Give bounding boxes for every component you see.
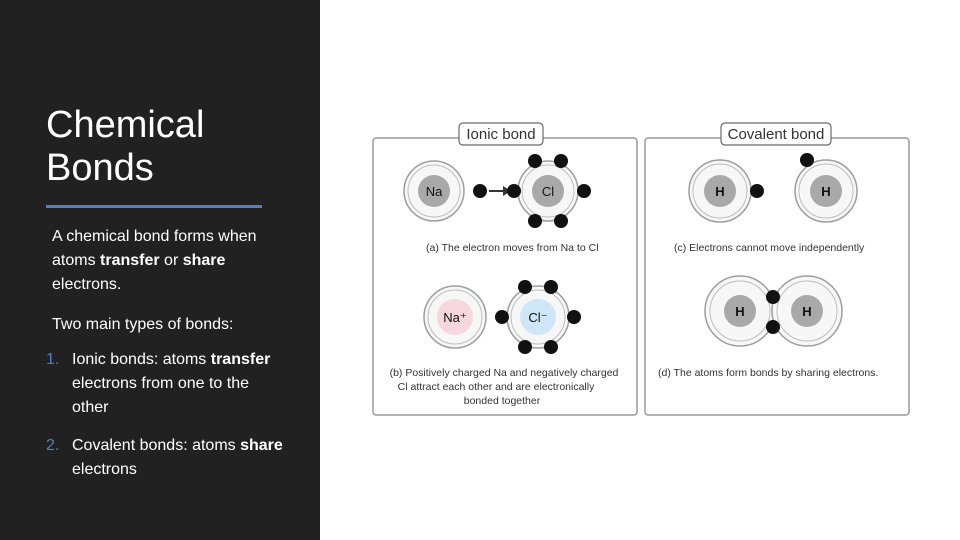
na-nucleus: [418, 175, 450, 207]
list-text: Covalent bonds: atoms: [72, 437, 241, 454]
covalent-title: Covalent bond: [728, 126, 825, 143]
left-panel: Chemical Bonds A chemical bond forms whe…: [0, 0, 320, 540]
cl-inner-shell: [521, 164, 575, 218]
h2-left-inner-shell: [709, 280, 771, 342]
cl-ion-inner-shell: [510, 289, 566, 345]
list-item: 2. Covalent bonds: atoms share electrons: [46, 434, 286, 482]
h-left-nucleus: [704, 175, 736, 207]
cl-electron: [554, 154, 568, 168]
transfer-electron: [473, 184, 487, 198]
cl-ion-electron: [567, 310, 581, 324]
cl-ion-nucleus: [520, 299, 556, 335]
cl-electron: [528, 214, 542, 228]
h2-right-label: H: [802, 304, 811, 319]
list-text: electrons: [72, 461, 137, 478]
cl-electron: [507, 184, 521, 198]
intro-bold-transfer: transfer: [100, 252, 160, 269]
h-left-label: H: [715, 184, 724, 199]
intro-text-1: A chemical bond forms when atoms: [52, 228, 257, 269]
na-ion-nucleus: [437, 299, 473, 335]
list-bold: transfer: [210, 351, 271, 368]
list-text: electrons from one to the other: [72, 375, 249, 416]
cl-label: Cl: [542, 184, 554, 199]
list-number: 1.: [46, 351, 60, 368]
ionic-title-box: [458, 122, 544, 146]
cl-nucleus: [532, 175, 564, 207]
cl-electron: [554, 214, 568, 228]
cl-ion-electron: [544, 340, 558, 354]
cl-electron: [577, 184, 591, 198]
h-right-nucleus: [810, 175, 842, 207]
list-item: 1. Ionic bonds: atoms transfer electrons …: [46, 348, 286, 420]
intro-text-3: electrons.: [52, 276, 122, 293]
na-label: Na: [426, 184, 443, 199]
cl-ion-electron: [518, 280, 532, 294]
list-bold: share: [240, 437, 283, 454]
bond-diagram: Ionic bond Covalent bond Na Cl (a) The e…: [372, 122, 910, 416]
h-right-label: H: [821, 184, 830, 199]
cl-ion-electron: [495, 310, 509, 324]
slide-title: Chemical Bonds: [46, 104, 204, 190]
caption-d: (d) The atoms form bonds by sharing elec…: [658, 367, 878, 379]
title-line-1: Chemical: [46, 104, 205, 146]
shared-electron-bottom: [766, 320, 780, 334]
cl-ion-electron: [544, 280, 558, 294]
list-text: Ionic bonds: atoms: [72, 351, 211, 368]
intro-text-2: or: [159, 252, 183, 269]
caption-c: (c) Electrons cannot move independently: [674, 242, 865, 254]
covalent-title-box: [720, 122, 832, 146]
cl-ion-electron: [518, 340, 532, 354]
intro-paragraph: A chemical bond forms when atoms transfe…: [52, 225, 272, 297]
caption-b-line1: (b) Positively charged Na and negatively…: [390, 367, 619, 379]
intro-bold-share: share: [182, 252, 226, 269]
bond-types-list: 1. Ionic bonds: atoms transfer electrons …: [46, 348, 286, 496]
title-line-2: Bonds: [46, 147, 154, 189]
title-underline: [46, 205, 262, 208]
na-ion-label: Na⁺: [443, 310, 466, 325]
caption-b-line3: bonded together: [464, 395, 541, 407]
cl-electron: [528, 154, 542, 168]
h-left-electron: [750, 184, 764, 198]
ionic-title: Ionic bond: [466, 126, 535, 143]
h2-left-label: H: [735, 304, 744, 319]
h2-right-nucleus: [791, 295, 823, 327]
list-number: 2.: [46, 437, 60, 454]
cl-ion-label: Cl⁻: [528, 310, 547, 325]
caption-a: (a) The electron moves from Na to Cl: [426, 242, 599, 254]
caption-b-line2: Cl attract each other and are electronic…: [398, 381, 595, 393]
h2-left-nucleus: [724, 295, 756, 327]
h-left-inner-shell: [692, 163, 748, 219]
na-ion-inner-shell: [427, 289, 483, 345]
shared-electron-top: [766, 290, 780, 304]
h-right-electron: [800, 153, 814, 167]
h-right-inner-shell: [798, 163, 854, 219]
na-inner-shell: [407, 164, 461, 218]
h2-right-inner-shell: [776, 280, 838, 342]
subheading: Two main types of bonds:: [52, 316, 234, 333]
